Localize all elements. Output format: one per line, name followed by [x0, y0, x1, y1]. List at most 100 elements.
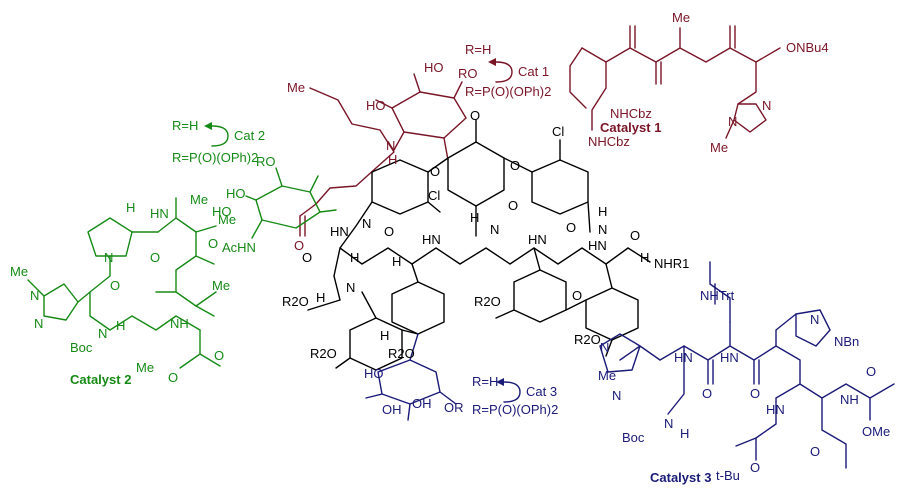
core-o-3: O — [510, 158, 520, 173]
c2-ro: RO — [256, 154, 276, 169]
c2-n-pro: N — [104, 250, 113, 265]
catalyst-3-group — [365, 261, 895, 469]
core-h-7: H — [640, 250, 649, 265]
c3-nhtrt: NHTrt — [700, 288, 735, 303]
c2-ho-1: HO — [226, 186, 246, 201]
sugar-ring-1 — [391, 91, 467, 139]
lower-right-aryl-ring — [513, 269, 567, 323]
c1-ho-sugar2: HO — [424, 60, 444, 75]
c3-hn-3: HN — [766, 402, 785, 417]
core-r2o-3: R2O — [388, 346, 415, 361]
c2-scheme-start: R=H — [172, 118, 198, 133]
core-h-6: H — [380, 328, 389, 343]
c2-me-c: Me — [212, 278, 230, 293]
c1-nhcbz-2: NHCbz — [588, 134, 630, 149]
core-hn-4: HN — [588, 238, 607, 253]
c3-sugar-oh: OH — [382, 402, 402, 417]
core-o-2: O — [470, 108, 480, 123]
catalyst-3-caption: Catalyst 3 — [650, 470, 711, 485]
catalyst-1-caption: Catalyst 1 — [600, 120, 661, 135]
core-structure — [307, 119, 651, 371]
c1-scheme-product: R=P(O)(OPh)2 — [465, 84, 551, 99]
core-r2o-2: R2O — [310, 346, 337, 361]
lower-left-aryl-ring — [391, 281, 445, 335]
c1-n-imid2: N — [762, 98, 771, 113]
c3-sugar-oh2: OH — [412, 396, 432, 411]
core-hn-1: HN — [330, 224, 349, 239]
c1-me-chain: Me — [287, 80, 305, 95]
core-h-2: H — [392, 254, 401, 269]
core-r2o-5: R2O — [574, 332, 601, 347]
core-nh-1: N — [346, 280, 355, 295]
core-r2o-4: R2O — [474, 294, 501, 309]
c3-o-1: O — [702, 386, 712, 401]
c3-scheme-arrow-label: Cat 3 — [526, 384, 557, 399]
core-h-4: H — [598, 204, 607, 219]
core-hn-3: HN — [528, 232, 547, 247]
c2-scheme-arrow-label: Cat 2 — [234, 128, 265, 143]
catalyst-3-arrow — [503, 381, 521, 403]
core-o-1: O — [430, 164, 440, 179]
right-aryl-ring — [531, 159, 589, 215]
c2-h-nh: H — [116, 318, 125, 333]
c3-tbu: t-Bu — [716, 468, 740, 483]
core-o-5: O — [508, 198, 518, 213]
core-nh-2: N — [362, 216, 371, 231]
c2-o-minus: O — [168, 370, 178, 385]
core-h-5: H — [316, 290, 325, 305]
c2-h-pro: H — [126, 200, 135, 215]
c2-boc: Boc — [70, 340, 93, 355]
c3-o-5: O — [866, 364, 876, 379]
c1-obu4: ONBu4 — [786, 40, 829, 55]
lipid-chain — [299, 87, 395, 217]
c3-o-3: O — [750, 460, 760, 475]
c2-o-1: O — [150, 250, 160, 265]
c3-n-imid2: N — [612, 388, 621, 403]
c1-scheme-arrow-label: Cat 1 — [518, 64, 549, 79]
c1-o-amide: O — [294, 238, 304, 253]
core-nh-3: N — [490, 222, 499, 237]
c1-me-1: Me — [672, 10, 690, 25]
c2-n-imid2: N — [34, 316, 43, 331]
c2-hn: HN — [150, 206, 169, 221]
catalyst-2-backbone — [89, 255, 201, 331]
c3-boc: Boc — [622, 430, 645, 445]
core-o-4: O — [384, 224, 394, 239]
macrocycle-backbone — [339, 201, 629, 265]
left-aryl-ring — [371, 159, 429, 215]
c3-o-2: O — [750, 386, 760, 401]
c1-ro-sugar: RO — [458, 66, 478, 81]
core-hn-2: HN — [422, 232, 441, 247]
c3-nh-boc: N — [664, 416, 673, 431]
catalyst-1-group — [299, 25, 781, 237]
catalyst-1-backbone — [581, 47, 781, 63]
c2-me-a: Me — [190, 192, 208, 207]
catalyst-2-imidazole — [43, 283, 79, 321]
c3-ome: OMe — [862, 424, 890, 439]
core-o-8: O — [302, 250, 312, 265]
c1-scheme-start: R=H — [465, 42, 491, 57]
c1-me-imid: Me — [710, 140, 728, 155]
catalyst-3-backbone — [659, 345, 801, 461]
catalyst-3-his-imidazole — [795, 309, 831, 347]
core-r2o-1: R2O — [282, 294, 309, 309]
catalyst-2-arrow — [211, 125, 229, 147]
c2-o-2: O — [208, 236, 218, 251]
core-cl-1: Cl — [428, 188, 440, 203]
c1-nh-amide: N — [386, 138, 395, 153]
c2-me-b: Me — [218, 212, 236, 227]
catalyst-2-group — [27, 122, 337, 369]
c2-me-imid: Me — [10, 264, 28, 279]
lower-aryl-ring — [349, 317, 403, 371]
catalyst-1-arrow — [495, 61, 513, 83]
c3-nh-end: NH — [840, 392, 859, 407]
core-cl-2: Cl — [552, 124, 564, 139]
c3-nbn: NBn — [834, 334, 859, 349]
c3-sugar-or: OR — [444, 400, 464, 415]
c1-nhcbz-1: NHCbz — [610, 106, 652, 121]
core-h-3: H — [470, 210, 479, 225]
c3-hn-1: HN — [674, 350, 693, 365]
c2-nh2: NH — [170, 316, 189, 331]
core-h-1: H — [350, 250, 359, 265]
